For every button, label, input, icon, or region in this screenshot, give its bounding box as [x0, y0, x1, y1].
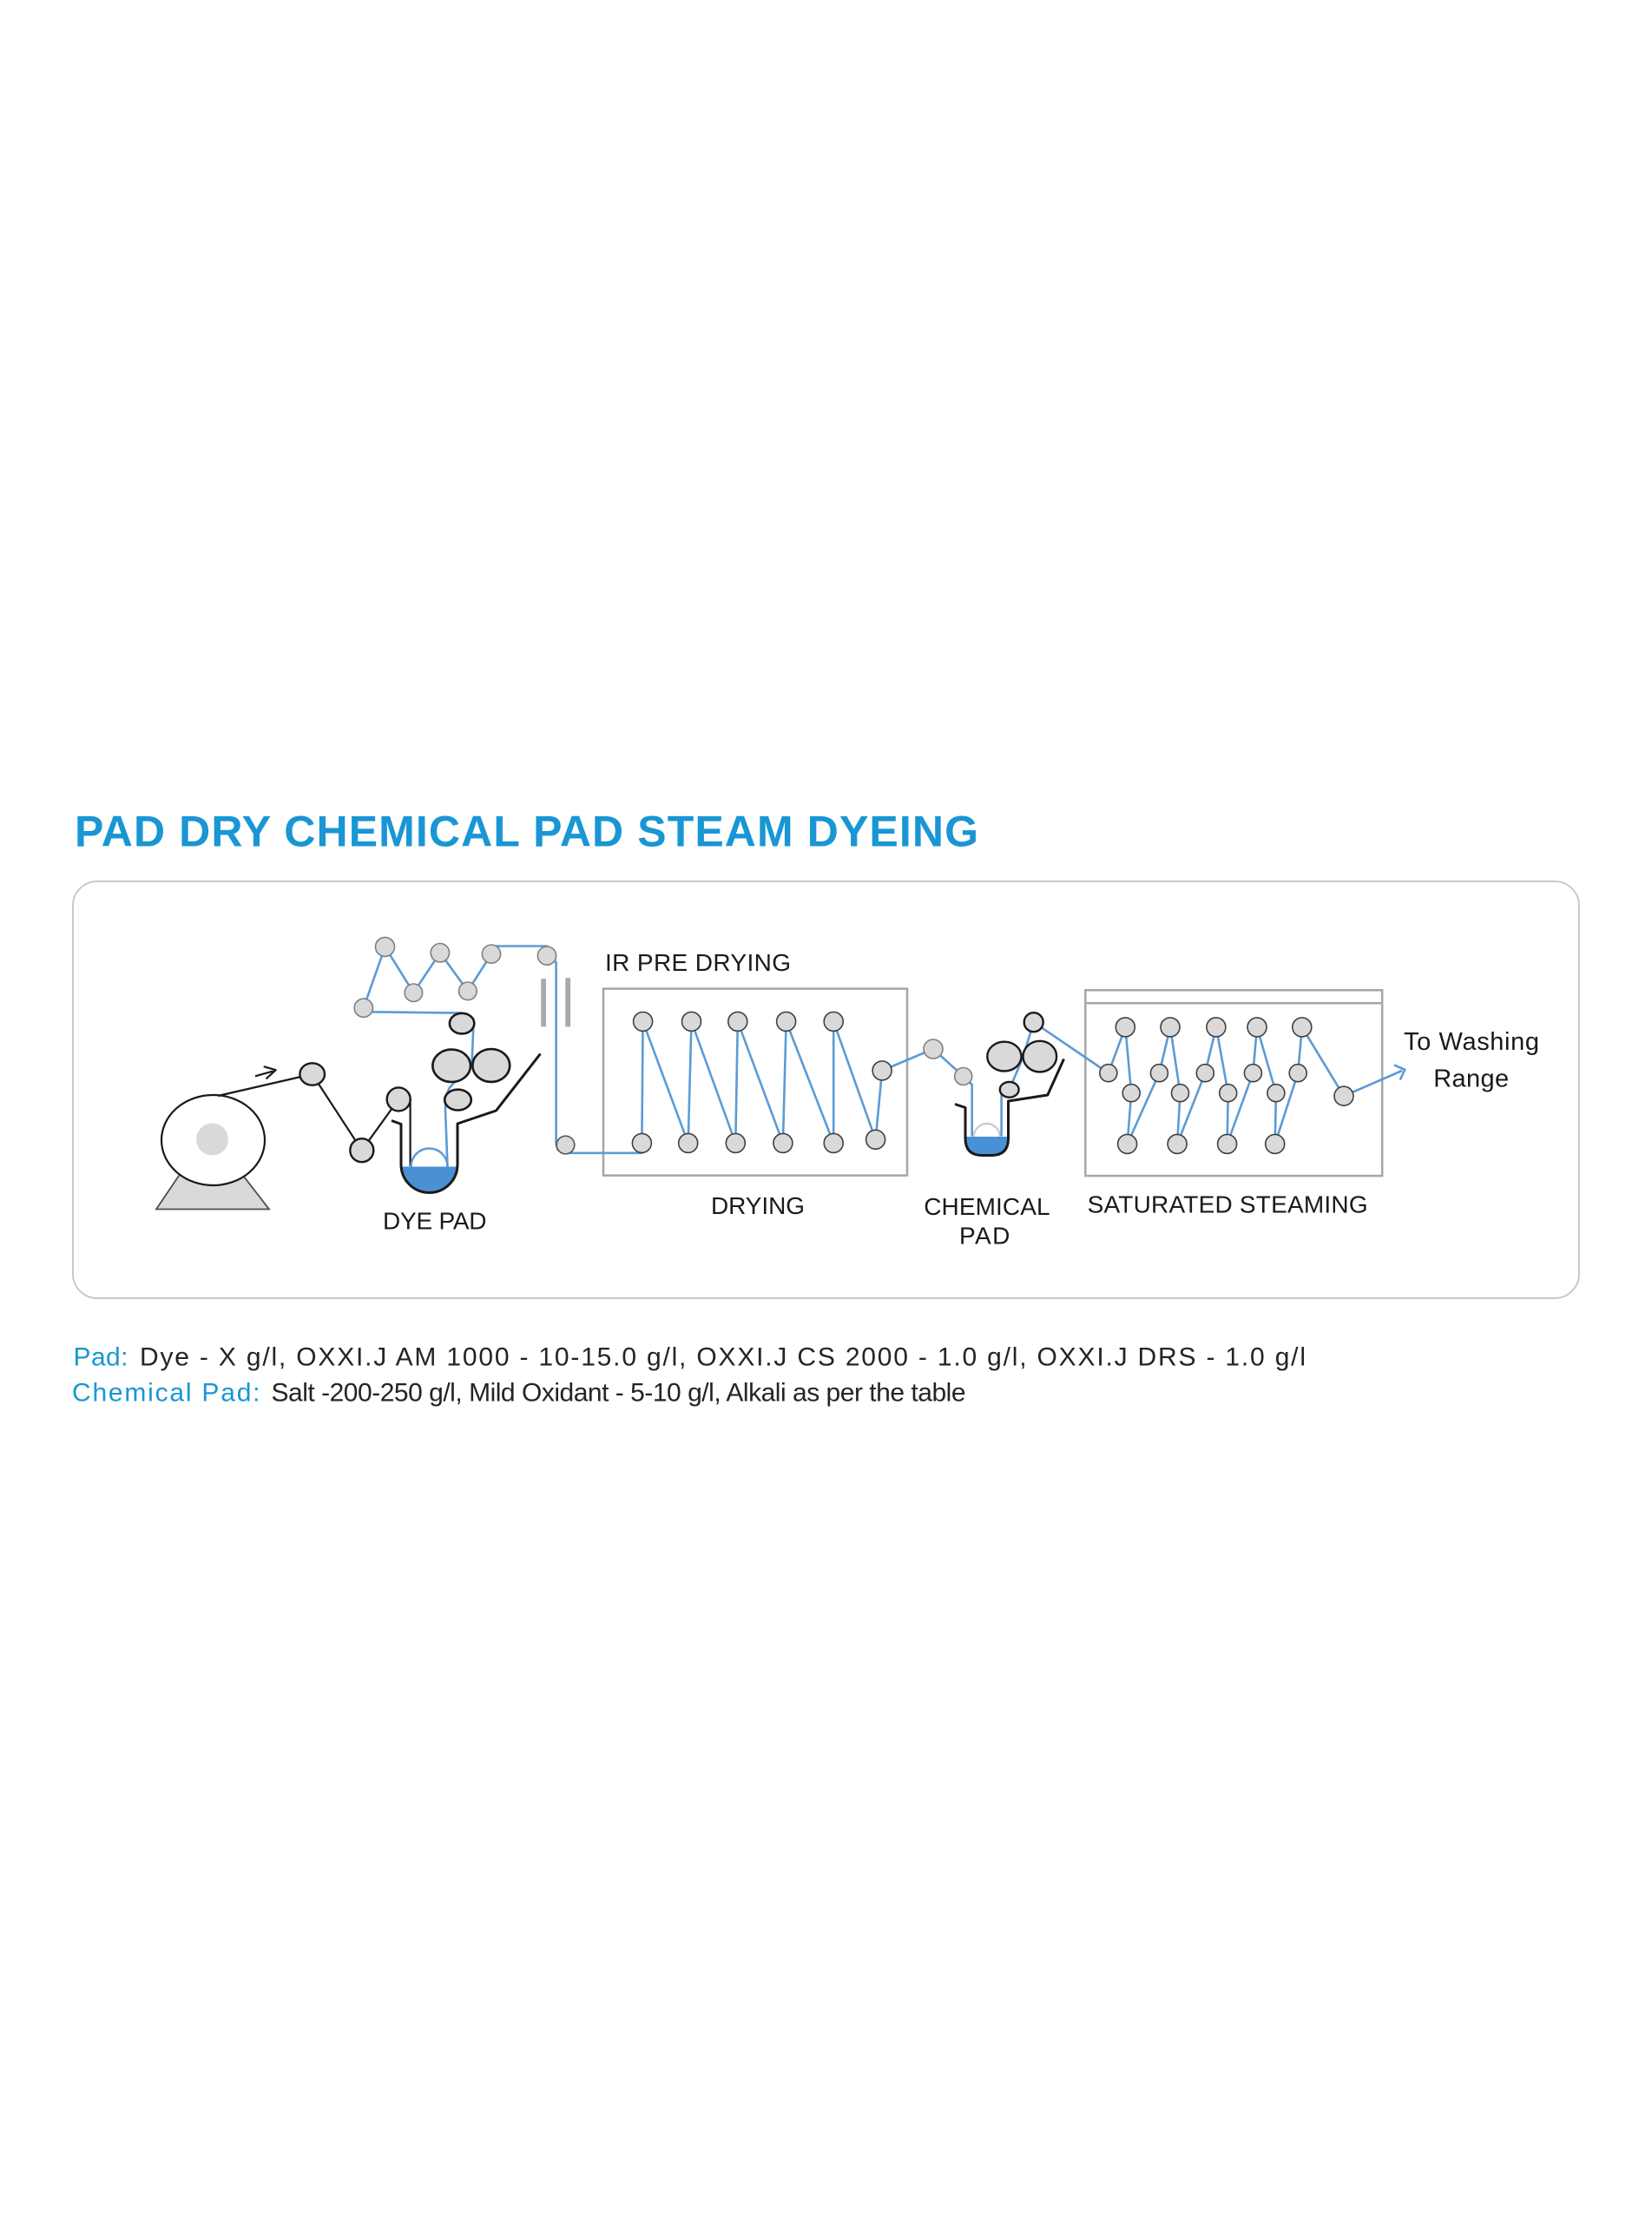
- svg-text:PAD DRY CHEMICAL PAD STEAM DYE: PAD DRY CHEMICAL PAD STEAM DYEING: [75, 808, 978, 856]
- svg-text:CHEMICAL: CHEMICAL: [924, 1193, 1050, 1220]
- svg-text:To Washing: To Washing: [1404, 1028, 1539, 1056]
- svg-text:Pad:: Pad:: [74, 1343, 128, 1372]
- svg-text:Chemical Pad:: Chemical Pad:: [72, 1378, 260, 1407]
- svg-text:IR PRE DRYING: IR PRE DRYING: [605, 949, 791, 976]
- svg-text:SATURATED STEAMING: SATURATED STEAMING: [1088, 1191, 1368, 1218]
- svg-text:Range: Range: [1433, 1065, 1509, 1092]
- svg-text:DRYING: DRYING: [711, 1192, 805, 1219]
- svg-text:PAD: PAD: [959, 1223, 1010, 1250]
- svg-text:Dye - X g/l, OXXI.J AM 1000 -: Dye - X g/l, OXXI.J AM 1000 - 10-15.0 g/…: [140, 1343, 1306, 1372]
- svg-text:Salt -200-250 g/l, Mild Oxidan: Salt -200-250 g/l, Mild Oxidant - 5-10 g…: [272, 1378, 966, 1407]
- svg-text:DYE PAD: DYE PAD: [383, 1208, 487, 1235]
